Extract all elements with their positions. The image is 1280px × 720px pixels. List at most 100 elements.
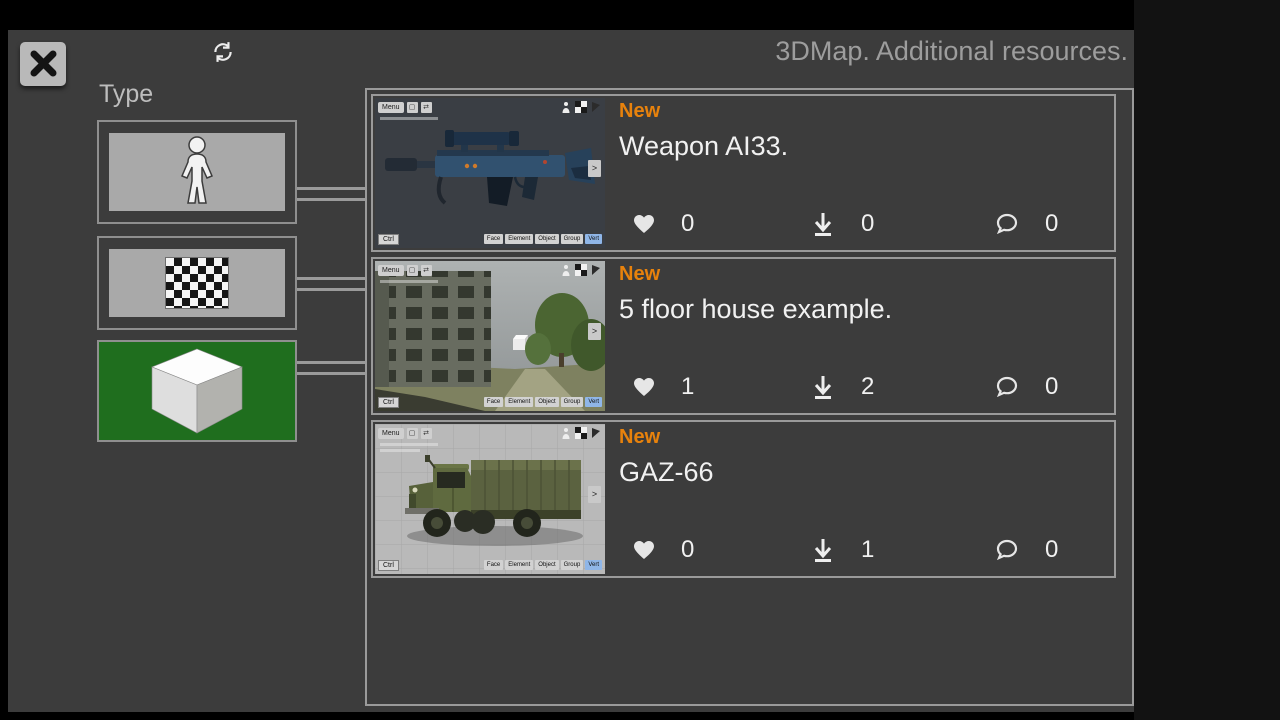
connector-line: [297, 277, 365, 280]
tool-move-icon: ⇄: [420, 101, 432, 113]
thumb-bottom-toolbar: Ctrl Face Element Object Group Vert: [378, 559, 602, 571]
expand-arrow-button: >: [588, 160, 601, 177]
menu-button: Menu: [378, 101, 404, 113]
tool-move-icon: ⇄: [420, 264, 432, 276]
downloads-count: 0: [861, 210, 875, 237]
tool-square-icon: ▢: [406, 427, 418, 439]
person-mini-icon: [562, 102, 570, 113]
checker-mini-icon: [575, 427, 587, 439]
tool-group: Group: [560, 234, 584, 244]
tool-vert: Vert: [585, 397, 602, 407]
thumb-toolbar: Menu ▢ ⇄: [378, 427, 602, 439]
connector-line: [297, 198, 365, 201]
camera-coords-text: [380, 280, 438, 283]
tool-object: Object: [535, 234, 559, 244]
tool-face: Face: [483, 234, 504, 244]
expand-arrow-button: >: [588, 486, 601, 503]
thumb-toolbar: Menu ▢ ⇄: [378, 101, 602, 113]
comments-count: 0: [1045, 210, 1059, 237]
close-button[interactable]: [20, 42, 66, 86]
page-title: 3DMap. Additional resources.: [775, 36, 1128, 66]
item-info: New 5 floor house example. 1 2: [607, 259, 1114, 413]
resource-card-gaz66[interactable]: Menu ▢ ⇄ > Ctrl Face: [371, 420, 1116, 578]
likes-button[interactable]: 0: [633, 536, 694, 564]
tool-face: Face: [483, 560, 504, 570]
item-stats: 0 0 0: [619, 210, 1102, 238]
tool-element: Element: [505, 234, 534, 244]
connector-line: [297, 288, 365, 291]
texture-preview: [109, 249, 285, 317]
resource-card-weapon-ai33[interactable]: Menu ▢ ⇄ > Ctrl Face Element: [371, 94, 1116, 252]
checkerboard-icon: [165, 257, 229, 309]
tool-vert: Vert: [585, 234, 602, 244]
comments-button[interactable]: 0: [995, 536, 1058, 564]
download-icon: [814, 213, 832, 236]
comment-icon: [996, 376, 1018, 398]
tool-element: Element: [505, 397, 534, 407]
type-button-character[interactable]: [97, 120, 297, 224]
new-badge: New: [619, 263, 661, 285]
download-icon: [814, 376, 832, 399]
camera-coords-text: [380, 443, 438, 446]
comment-icon: [996, 539, 1018, 561]
new-badge: New: [619, 100, 661, 122]
thumb-toolbar: Menu ▢ ⇄: [378, 264, 602, 276]
camera-coords-text: [380, 117, 438, 120]
heart-icon: [634, 215, 654, 233]
menu-button: Menu: [378, 427, 404, 439]
tool-object: Object: [535, 397, 559, 407]
type-filter-label: Type: [99, 80, 154, 108]
comments-button[interactable]: 0: [995, 210, 1058, 238]
android-nav-bar: [1134, 0, 1280, 720]
downloads-button[interactable]: 2: [811, 373, 874, 401]
item-info: New GAZ-66 0 1 0: [607, 422, 1114, 576]
connector-line: [297, 361, 365, 364]
refresh-icon[interactable]: [211, 40, 235, 64]
new-badge: New: [619, 426, 661, 448]
heart-icon: [634, 541, 654, 559]
tool-square-icon: ▢: [406, 101, 418, 113]
likes-count: 1: [681, 373, 695, 400]
cube-icon: [151, 348, 243, 434]
close-icon: [30, 50, 57, 77]
flag-mini-icon: [592, 102, 600, 112]
expand-arrow-button: >: [588, 323, 601, 340]
resource-card-house[interactable]: Menu ▢ ⇄ > Ctrl Face Element: [371, 257, 1116, 415]
downloads-button[interactable]: 0: [811, 210, 874, 238]
comments-button[interactable]: 0: [995, 373, 1058, 401]
downloads-count: 2: [861, 373, 875, 400]
tool-element: Element: [505, 560, 534, 570]
downloads-count: 1: [861, 536, 875, 563]
checker-mini-icon: [575, 264, 587, 276]
ctrl-button: Ctrl: [378, 396, 399, 408]
flag-mini-icon: [592, 428, 600, 438]
likes-count: 0: [681, 536, 695, 563]
tool-face: Face: [483, 397, 504, 407]
connector-line: [297, 187, 365, 190]
app-window: 3DMap. Additional resources. Type: [8, 30, 1134, 712]
heart-icon: [634, 378, 654, 396]
item-thumbnail[interactable]: Menu ▢ ⇄ > Ctrl Face Element: [375, 98, 605, 248]
item-thumbnail[interactable]: Menu ▢ ⇄ > Ctrl Face: [375, 424, 605, 574]
comments-count: 0: [1045, 373, 1059, 400]
likes-button[interactable]: 0: [633, 210, 694, 238]
item-title: Weapon AI33.: [619, 131, 789, 161]
type-button-model-selected[interactable]: [97, 340, 297, 442]
person-icon: [181, 136, 213, 204]
downloads-button[interactable]: 1: [811, 536, 874, 564]
flag-mini-icon: [592, 265, 600, 275]
likes-button[interactable]: 1: [633, 373, 694, 401]
tool-move-icon: ⇄: [420, 427, 432, 439]
type-button-texture[interactable]: [97, 236, 297, 330]
item-thumbnail[interactable]: Menu ▢ ⇄ > Ctrl Face Element: [375, 261, 605, 411]
house-preview-render: [375, 261, 605, 411]
item-info: New Weapon AI33. 0 0 0: [607, 96, 1114, 250]
tool-vert: Vert: [585, 560, 602, 570]
likes-count: 0: [681, 210, 695, 237]
menu-button: Menu: [378, 264, 404, 276]
item-title: GAZ-66: [619, 457, 714, 487]
item-stats: 1 2 0: [619, 373, 1102, 401]
character-preview: [109, 133, 285, 211]
checker-mini-icon: [575, 101, 587, 113]
